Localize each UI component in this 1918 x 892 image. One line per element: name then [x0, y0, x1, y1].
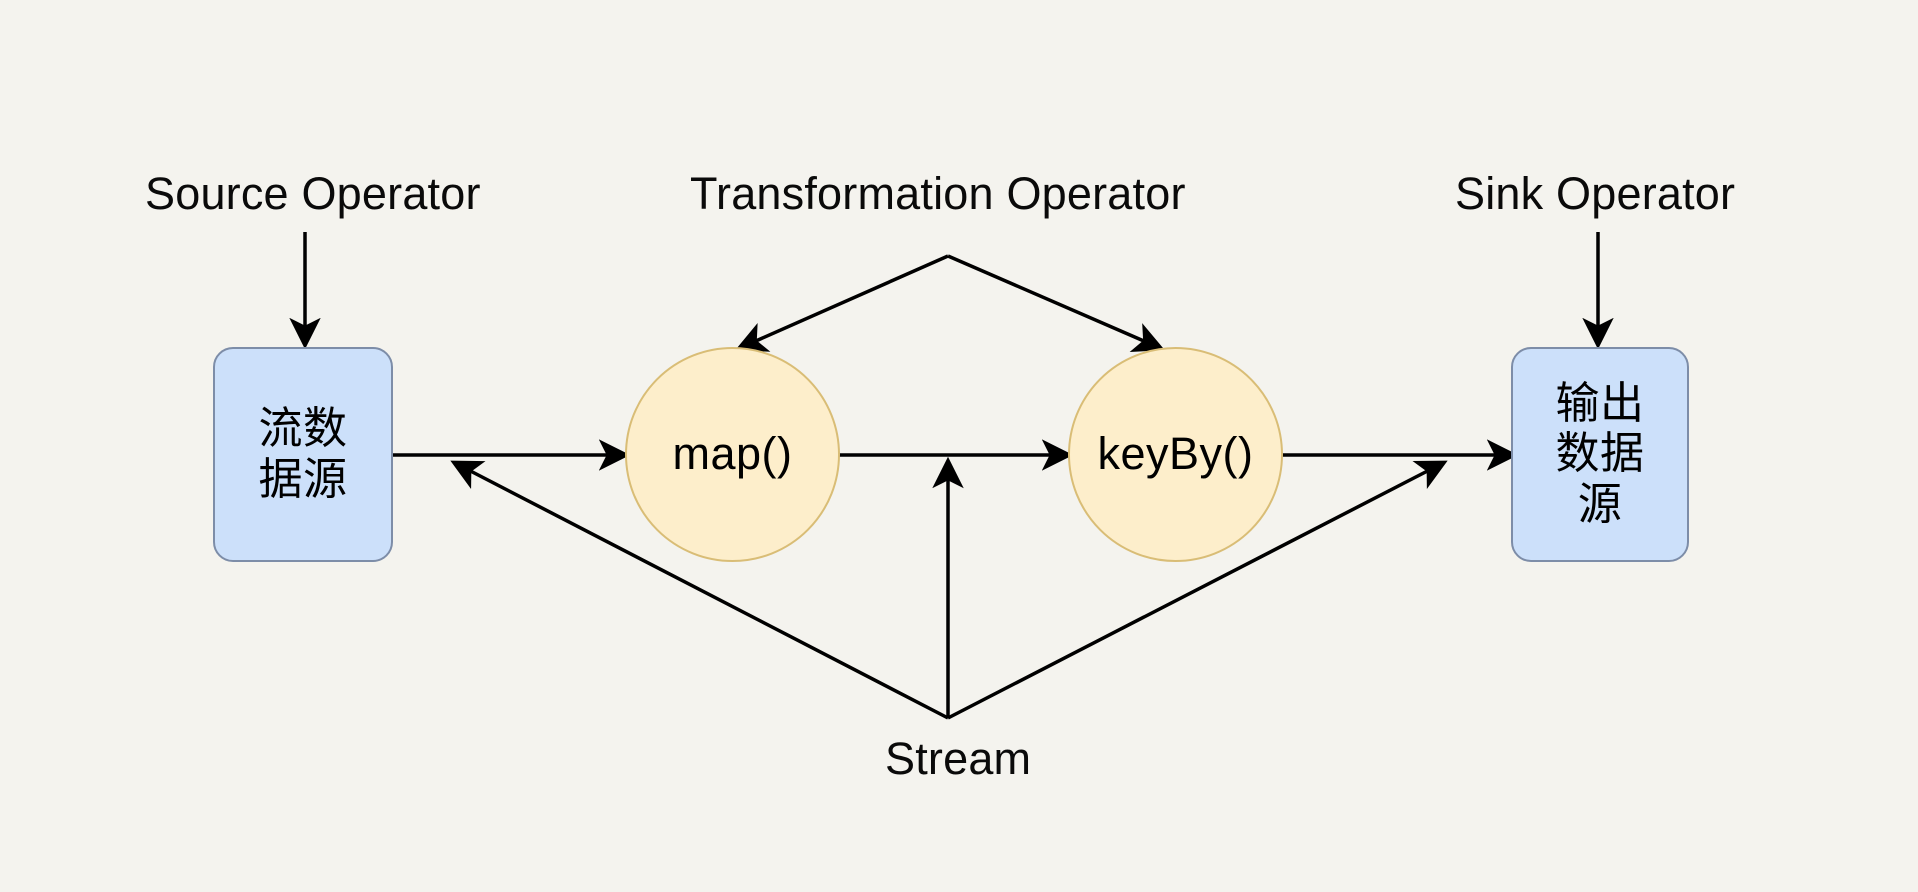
caption-sink-operator: Sink Operator	[1455, 168, 1736, 219]
caption-stream: Stream	[885, 733, 1032, 784]
edge-transformation-pointer-right	[947, 254, 1165, 352]
edge-stream-pointer-left	[450, 460, 949, 720]
edge-stream-pointer-right	[947, 460, 1448, 720]
node-map-label: map()	[672, 428, 793, 480]
edge-transformation-pointer-left	[735, 254, 949, 352]
node-source-label: 流数 据源	[258, 404, 348, 504]
node-map[interactable]: map()	[625, 347, 840, 562]
node-sink-label: 输出 数据 源	[1555, 379, 1645, 529]
node-sink[interactable]: 输出 数据 源	[1511, 347, 1689, 562]
node-source[interactable]: 流数 据源	[213, 347, 393, 562]
node-keyby[interactable]: keyBy()	[1068, 347, 1283, 562]
caption-transformation-operator: Transformation Operator	[690, 168, 1186, 219]
caption-source-operator: Source Operator	[145, 168, 481, 219]
node-keyby-label: keyBy()	[1097, 428, 1254, 480]
